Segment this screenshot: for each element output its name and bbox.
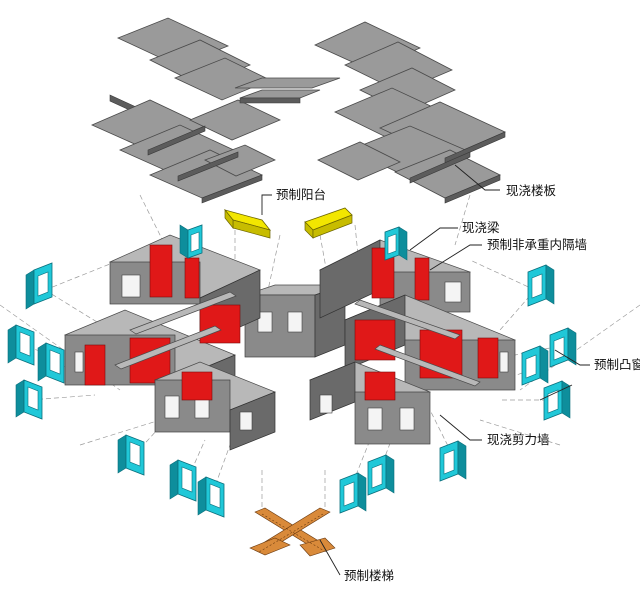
bay-window	[339, 472, 367, 514]
bay-window	[169, 459, 197, 502]
bay-window	[7, 324, 35, 366]
label-precast-partition: 预制非承重内隔墙	[487, 237, 587, 252]
precast-balcony-group	[223, 207, 353, 239]
floor-walls-group	[64, 234, 516, 451]
bay-window	[521, 345, 549, 386]
label-cast-shear-wall: 现浇剪力墙	[487, 432, 550, 447]
label-precast-stair: 预制楼梯	[344, 568, 394, 583]
leader-lines	[261, 164, 590, 576]
bay-window	[367, 454, 395, 496]
bay-window	[197, 476, 225, 518]
cast-floor-slab-group	[91, 17, 506, 204]
bay-window	[117, 434, 145, 476]
precast-stair-group	[249, 507, 336, 557]
label-precast-bay-window: 预制凸窗	[594, 357, 640, 372]
bay-window	[549, 327, 577, 368]
bay-window	[439, 440, 467, 482]
label-precast-balcony: 预制阳台	[276, 187, 326, 202]
label-cast-slab: 现浇楼板	[506, 183, 557, 198]
bay-window	[179, 224, 203, 259]
bay-window	[25, 262, 53, 310]
bay-window	[527, 264, 555, 307]
bay-window	[543, 380, 571, 421]
bay-window	[37, 342, 65, 384]
label-cast-beam: 现浇梁	[462, 220, 500, 235]
bay-window	[15, 379, 43, 420]
precast-bay-window-group	[7, 224, 577, 518]
bay-window	[384, 226, 408, 261]
